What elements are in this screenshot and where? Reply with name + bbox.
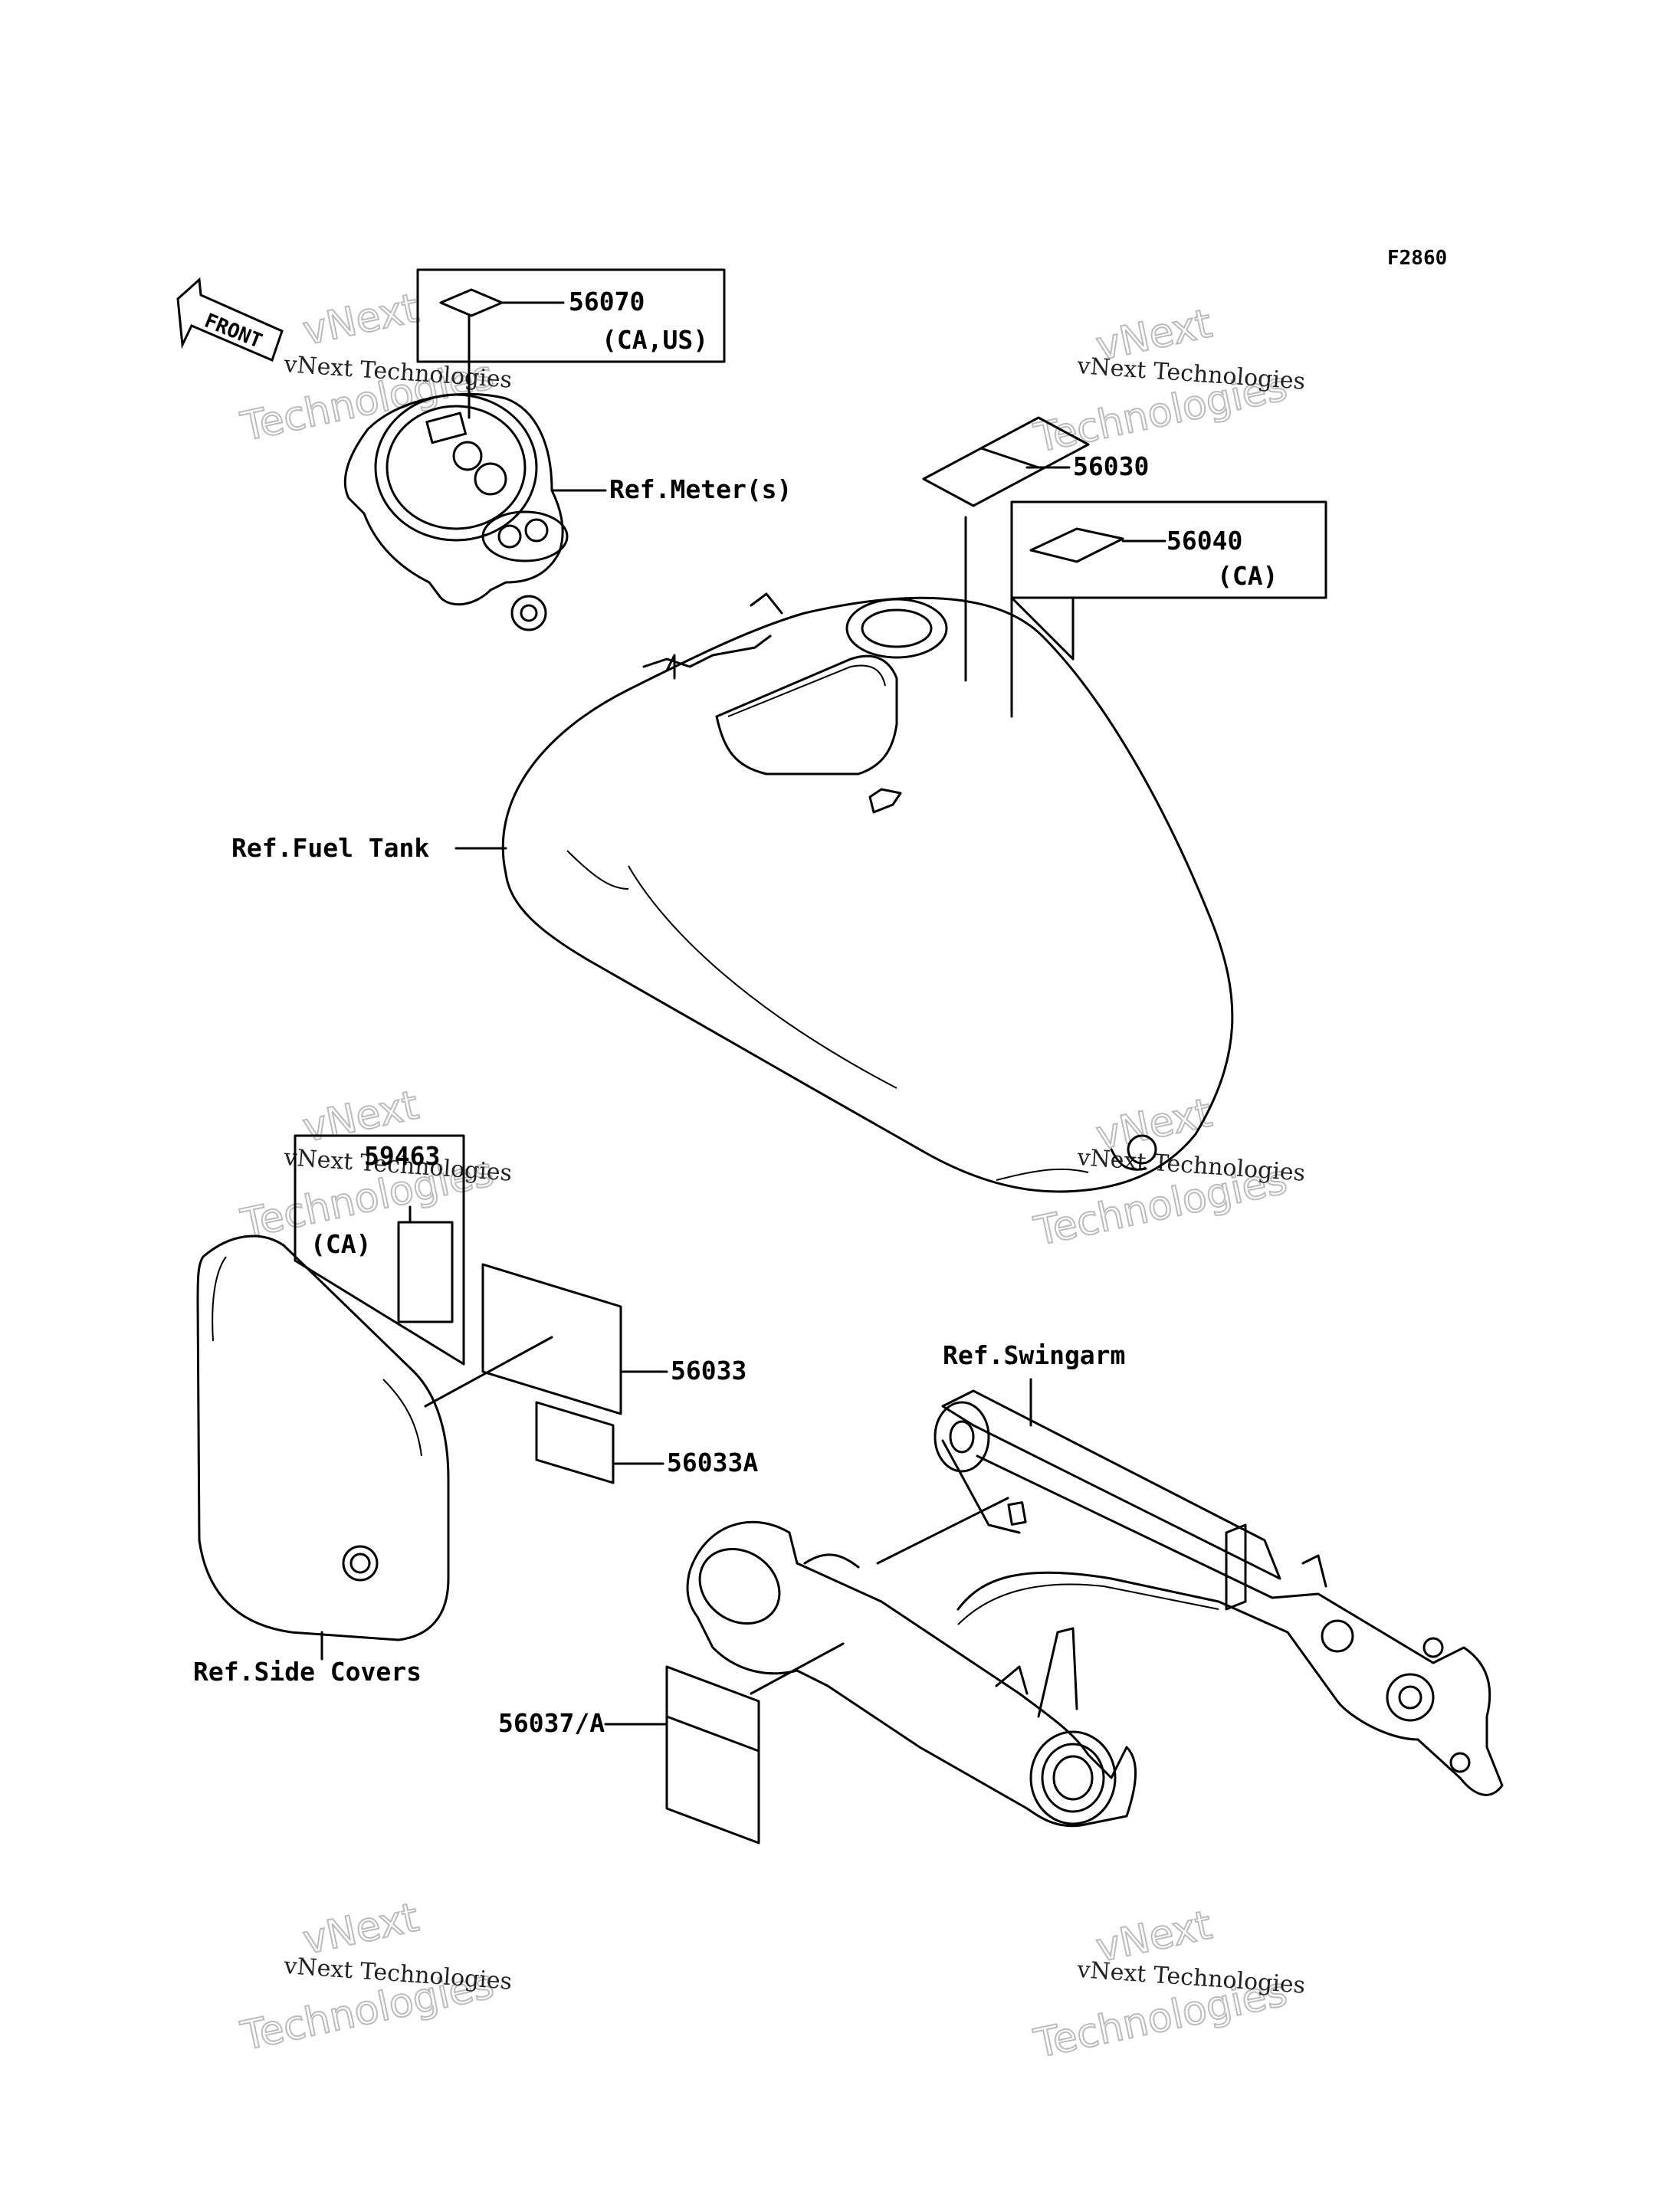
label-56037-group: 56037/A (498, 1642, 845, 1844)
part-56033A: 56033A (667, 1448, 758, 1477)
watermark-bottom-left: vNext Technologies vNext Technologies (236, 1894, 513, 2060)
side-cover-illustration (196, 1235, 450, 1661)
label-56033A-group: 56033A (535, 1401, 758, 1484)
label-56033-group: 56033 (424, 1263, 746, 1415)
part-56070-note: (CA,US) (602, 325, 708, 355)
ref-side-covers: Ref.Side Covers (193, 1657, 422, 1687)
part-56033: 56033 (671, 1356, 746, 1385)
part-56030: 56030 (1073, 451, 1149, 481)
label-56040-group: 56040 (CA) (1010, 500, 1327, 718)
watermark-mid-right: vNext Technologies vNext Technologies (1029, 1089, 1306, 1255)
part-56037: 56037/A (498, 1708, 605, 1738)
label-56030-group: 56030 (922, 416, 1149, 682)
part-59463: 59463 (364, 1141, 440, 1171)
svg-text:vNext: vNext (299, 1894, 422, 1963)
watermark-top-right: vNext Technologies vNext Technologies (1029, 300, 1306, 462)
watermark-bottom-right: vNext Technologies vNext Technologies (1029, 1901, 1306, 2067)
ref-meter: Ref.Meter(s) (609, 474, 792, 504)
part-56040-note: (CA) (1217, 561, 1278, 591)
label-56070-group: 56070 (CA,US) (416, 268, 726, 363)
label-59463-group: 59463 (CA) (294, 1134, 465, 1366)
front-arrow: FRONT (176, 277, 284, 362)
ref-swingarm: Ref.Swingarm (943, 1340, 1125, 1370)
swingarm-illustration (686, 1378, 1504, 1828)
figure-code: F2860 (1387, 247, 1447, 270)
fuel-tank-illustration (454, 592, 1234, 1193)
meter-illustration (343, 360, 607, 631)
part-59463-note: (CA) (310, 1229, 371, 1259)
part-56040: 56040 (1166, 526, 1242, 556)
ref-fuel-tank: Ref.Fuel Tank (231, 833, 429, 863)
part-56070: 56070 (569, 287, 645, 316)
watermark-top-left: vNext Technologies vNext Technologies (236, 284, 513, 451)
svg-text:vNext: vNext (299, 285, 422, 354)
